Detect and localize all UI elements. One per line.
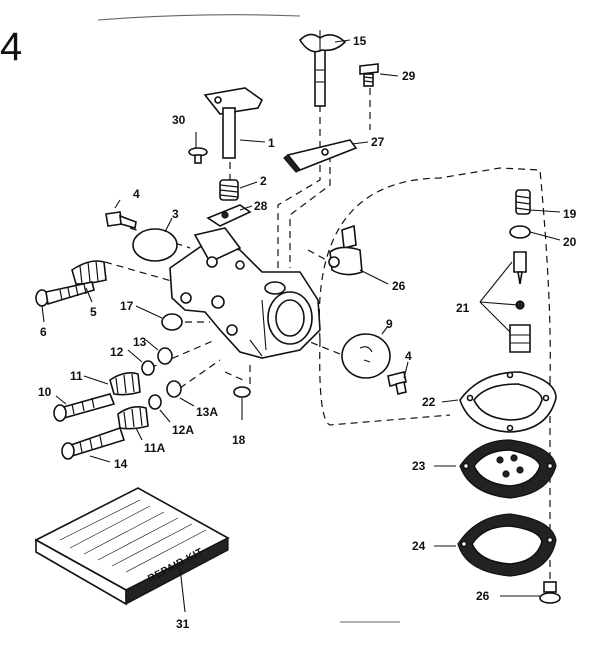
part-2-spring [219,179,239,201]
part-5-spring [71,260,107,285]
part-14-needle [61,426,126,460]
callout-27: 27 [371,135,385,149]
part-21-gasket [459,371,557,433]
part-1-choke-shaft [203,87,264,159]
callout-31: 31 [176,617,190,631]
callout-13: 13 [133,335,147,349]
callout-20: 21 [456,301,470,315]
part-10-needle [53,393,116,422]
part-28-screw [359,63,379,87]
callout-29: 28 [254,199,268,213]
part-6-screw [35,281,95,307]
part-17-check-ball [233,386,251,398]
part-26-fuel-inlet-fitting [328,224,363,276]
part-4-screw-left [105,211,137,230]
part-3-choke-disc [132,228,178,262]
part-7-throttle-shaft [298,30,347,107]
callout-11a: 11A [144,441,166,455]
callout-2: 2 [260,174,267,188]
part-20-inlet-needle-set [479,251,531,353]
corner-mark: 4 [0,25,22,69]
callout-14: 14 [114,457,128,471]
callout-4-left: 4 [133,187,140,201]
callout-10: 10 [38,385,52,399]
carburetor-body [169,227,321,359]
callout-12: 12 [110,345,124,359]
callout-1: 1 [268,136,275,150]
callout-9: 9 [386,317,393,331]
part-13-washer [157,347,173,365]
leader-lines [41,39,561,613]
callout-4-right: 4 [405,349,412,363]
callout-19: 20 [563,235,577,249]
callout-labels: 15 29 1 27 30 2 28 3 4 5 6 17 13 12 11 1… [38,34,577,631]
callout-17: 18 [232,433,246,447]
callout-6: 6 [40,325,47,339]
part-19-ring [509,225,531,239]
callout-13a: 13A [196,405,218,419]
part-23-cover [457,513,557,577]
callout-12a: 12A [172,423,194,437]
callout-30: 30 [172,113,186,127]
callout-5: 5 [90,305,97,319]
part-31-repair-kit: REPAIR KIT [34,487,230,606]
callout-21: 22 [422,395,436,409]
callout-18: 19 [563,207,577,221]
part-11-spring [109,372,141,396]
part-30-screw [188,147,208,164]
callout-3: 3 [172,207,179,221]
page-edge-line [97,14,301,21]
callout-22: 23 [412,459,426,473]
part-22-diaphragm [459,439,557,499]
callout-7: 15 [353,34,367,48]
part-18-spring [515,189,531,215]
callout-15: 17 [120,299,134,313]
part-24-screw [539,581,561,604]
part-12a-washer [148,394,162,410]
callout-28: 29 [402,69,416,83]
callout-11: 11 [70,369,83,383]
callout-23: 24 [412,539,426,553]
part-15-plug [161,313,183,331]
part-4-screw-right [387,371,407,395]
part-11a-spring [117,406,149,430]
part-13a-washer [166,380,182,398]
callout-24: 26 [476,589,490,603]
callout-26: 26 [392,279,406,293]
part-9-throttle-disc [341,333,391,379]
part-29-plate [206,204,252,227]
part-12-washer [141,360,155,376]
part-27-lever [283,139,358,173]
